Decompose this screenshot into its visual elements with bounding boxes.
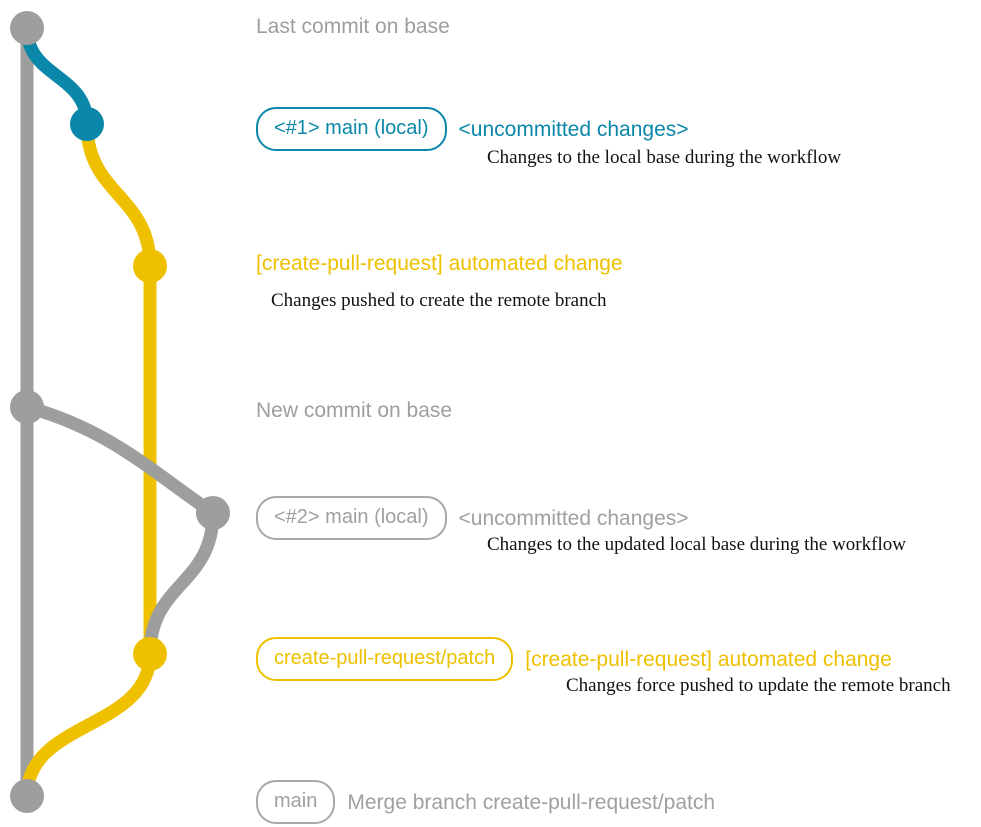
branch-pill-remote-2[interactable]: create-pull-request/patch bbox=[256, 637, 514, 681]
remote-commit-2-node bbox=[133, 637, 167, 671]
row-merge: main Merge branch create-pull-request/pa… bbox=[256, 780, 715, 824]
row-local-2: <#2> main (local) <uncommitted changes> bbox=[256, 496, 689, 540]
row-local-1: <#1> main (local) <uncommitted changes> bbox=[256, 107, 689, 151]
commit-subject-remote-2: [create-pull-request] automated change bbox=[525, 647, 892, 671]
commit-subject-remote-1: [create-pull-request] automated change bbox=[256, 252, 623, 275]
base-head-node bbox=[10, 11, 44, 45]
merge-commit-node bbox=[10, 779, 44, 813]
commit-subject-merge: Merge branch create-pull-request/patch bbox=[347, 790, 716, 814]
heading-new-commit-on-base: New commit on base bbox=[256, 399, 453, 422]
commit-subject-local-2: <uncommitted changes> bbox=[458, 506, 689, 530]
remote-commit-1-node bbox=[133, 249, 167, 283]
heading-last-commit-on-base: Last commit on base bbox=[256, 15, 450, 38]
local-commit-2-node bbox=[196, 496, 230, 530]
commit-note-local-1: Changes to the local base during the wor… bbox=[487, 147, 842, 168]
remote-branch-line-1 bbox=[80, 117, 157, 273]
remote-merge-line bbox=[20, 647, 157, 803]
local-to-remote-line-2 bbox=[143, 506, 220, 661]
branch-pill-local-1[interactable]: <#1> main (local) bbox=[256, 107, 447, 151]
commit-note-remote-1: Changes pushed to create the remote bran… bbox=[271, 290, 607, 311]
commit-subject-local-1: <uncommitted changes> bbox=[458, 117, 689, 141]
row-remote-1: [create-pull-request] automated change bbox=[256, 253, 623, 274]
branch-pill-local-2[interactable]: <#2> main (local) bbox=[256, 496, 447, 540]
row-remote-2: create-pull-request/patch [create-pull-r… bbox=[256, 637, 892, 681]
local-branch-line-2 bbox=[20, 400, 220, 520]
commit-note-local-2: Changes to the updated local base during… bbox=[487, 534, 906, 555]
base-new-commit-node bbox=[10, 390, 44, 424]
branch-pill-main[interactable]: main bbox=[256, 780, 336, 824]
commit-note-remote-2: Changes force pushed to update the remot… bbox=[566, 675, 951, 696]
local-commit-1-node bbox=[70, 107, 104, 141]
